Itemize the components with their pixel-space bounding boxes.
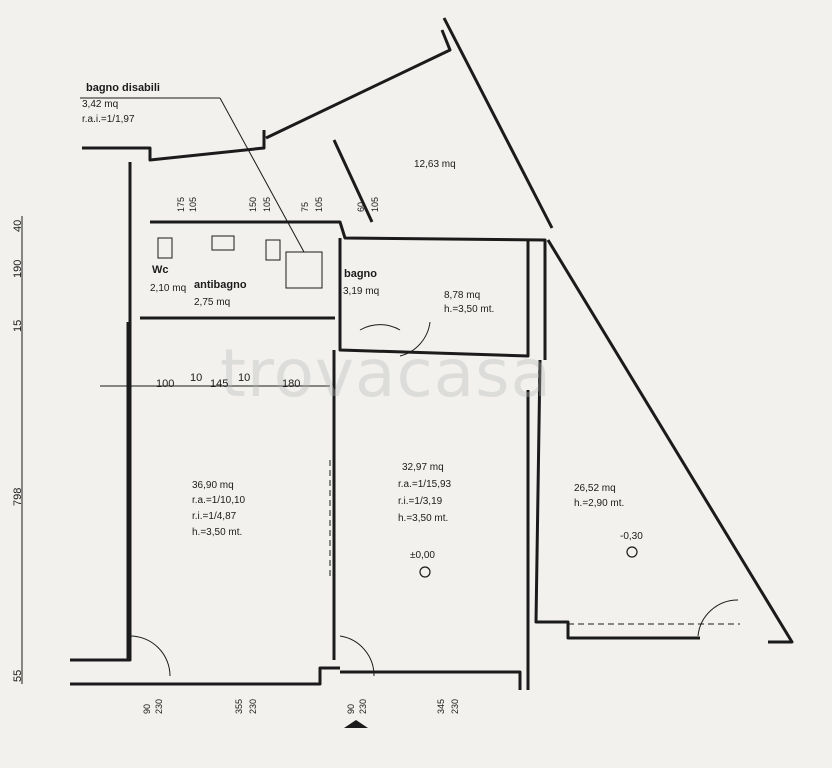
room-ri-center: r.i.=1/3,19 xyxy=(398,496,443,507)
door-left-arc xyxy=(129,635,171,677)
dim-bottom-5: 90 xyxy=(346,703,356,714)
dim-top-2: 105 xyxy=(188,196,198,212)
dim-bottom-2: 230 xyxy=(154,698,164,714)
wall-upper-left xyxy=(82,130,266,162)
wc-fixture xyxy=(157,237,173,259)
dim-row-1: 100 xyxy=(156,378,175,390)
door-center-arc xyxy=(339,635,375,677)
dim-bottom-7: 345 xyxy=(436,698,446,714)
dim-left-1: 40 xyxy=(12,219,24,232)
dim-row-2: 10 xyxy=(190,372,203,384)
room-ra-center: r.a.=1/15,93 xyxy=(398,479,452,490)
dim-top-5: 75 xyxy=(300,201,310,212)
dim-top-7: 60 xyxy=(356,201,366,212)
room-area-antibagno: 2,75 mq xyxy=(194,297,231,308)
room-height-left: h.=3,50 mt. xyxy=(192,527,243,538)
room-height-right-small: h.=3,50 mt. xyxy=(444,304,495,315)
room-height-center: h.=3,50 mt. xyxy=(398,513,449,524)
dim-left-5: 55 xyxy=(12,669,24,682)
level-marker-triangle-icon xyxy=(626,546,638,558)
room-name-bagno: bagno xyxy=(344,268,377,280)
level-marker-center-icon xyxy=(419,566,431,578)
door-bagno-arc xyxy=(359,324,401,331)
dim-top-6: 105 xyxy=(314,196,324,212)
wall-diagonal-top xyxy=(265,29,452,140)
dim-top-3: 150 xyxy=(248,196,258,212)
dim-bottom-3: 355 xyxy=(234,698,244,714)
wall-outer-left xyxy=(70,162,132,662)
room-name-antibagno: antibagno xyxy=(194,279,247,291)
room-name-wc: Wc xyxy=(152,264,169,276)
watermark: trovacasa xyxy=(220,335,553,412)
leader-diagonal xyxy=(219,97,305,253)
sink-fixture xyxy=(211,235,235,251)
dim-top-8: 105 xyxy=(370,196,380,212)
room-rai-bagno-disabili: r.a.i.=1/1,97 xyxy=(82,114,135,125)
door-right-arc xyxy=(399,321,431,357)
wall-bottom-left xyxy=(70,666,340,686)
wall-bottom-center xyxy=(340,670,522,690)
bagno-fixture xyxy=(265,239,281,261)
wall-diag-lower xyxy=(332,139,374,223)
wall-service-top xyxy=(150,220,547,360)
room-height-triangle: h.=2,90 mt. xyxy=(574,498,625,509)
room-area-wc: 2,10 mq xyxy=(150,283,187,294)
room-name-bagno-disabili: bagno disabili xyxy=(86,82,160,94)
room-level-center: ±0,00 xyxy=(410,550,435,561)
room-area-triangle: 26,52 mq xyxy=(574,483,616,494)
wall-bagno xyxy=(338,238,530,358)
room-ri-left: r.i.=1/4,87 xyxy=(192,511,237,522)
wheelchair-fixture xyxy=(285,251,323,289)
entrance-arrow-icon xyxy=(344,720,368,728)
dim-top-4: 105 xyxy=(262,196,272,212)
dim-left-2: 190 xyxy=(12,259,24,278)
dim-left-3: 15 xyxy=(12,319,24,332)
dim-bottom-1: 90 xyxy=(142,703,152,714)
room-area-right-small: 8,78 mq xyxy=(444,290,481,301)
door-triangle-arc xyxy=(697,599,739,637)
room-area-top: 12,63 mq xyxy=(414,159,456,170)
wall-triangle-outer xyxy=(546,239,794,644)
dim-row-5: 180 xyxy=(282,378,301,390)
dim-bottom-8: 230 xyxy=(450,698,460,714)
wall-triangle-left xyxy=(534,359,700,640)
wall-diagonal-right xyxy=(442,17,554,229)
room-area-left: 36,90 mq xyxy=(192,480,234,491)
dim-bottom-4: 230 xyxy=(248,698,258,714)
room-area-center: 32,97 mq xyxy=(402,462,444,473)
dim-bottom-6: 230 xyxy=(358,698,368,714)
dim-left-4: 798 xyxy=(12,487,24,506)
dim-row-3: 145 xyxy=(210,378,229,390)
room-level-triangle: -0,30 xyxy=(620,531,643,542)
room-area-bagno-disabili: 3,42 mq xyxy=(82,99,119,110)
room-area-bagno: 3,19 mq xyxy=(343,286,380,297)
room-ra-left: r.a.=1/10,10 xyxy=(192,495,246,506)
dim-top-1: 175 xyxy=(176,196,186,212)
dim-row-4: 10 xyxy=(238,372,251,384)
